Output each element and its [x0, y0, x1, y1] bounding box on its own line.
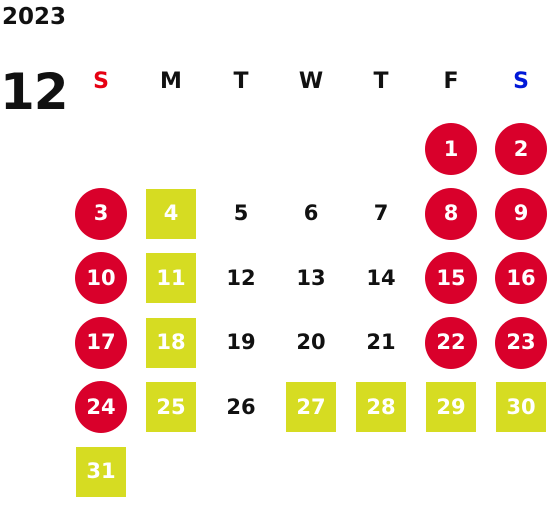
day-cell: 30	[486, 375, 548, 439]
weekday-label: T	[233, 69, 249, 94]
day-cell: 13	[276, 246, 346, 310]
day-cell: 17	[66, 311, 136, 375]
day-number-holiday: 22	[425, 316, 477, 369]
day-cell: 26	[206, 375, 276, 439]
day-cell: 18	[136, 311, 206, 375]
day-number-regular: 26	[226, 394, 256, 419]
day-cell: 28	[346, 375, 416, 439]
day-cell: 15	[416, 246, 486, 310]
day-number-holiday: 24	[75, 381, 127, 433]
day-cell: 16	[486, 246, 548, 310]
day-number-holiday: 2	[495, 123, 547, 175]
day-number-regular: 12	[226, 265, 256, 290]
day-cell: 23	[486, 311, 548, 375]
weekday-label: S	[513, 69, 529, 94]
weekday-label: S	[93, 69, 109, 94]
day-number-regular: 19	[226, 330, 256, 354]
day-cell: 3	[66, 182, 136, 246]
day-number-closed: 28	[356, 382, 406, 432]
day-cell: 10	[66, 246, 136, 310]
day-number-regular: 21	[366, 330, 396, 354]
weekday-label: T	[373, 69, 389, 94]
calendar-year: 2023	[2, 4, 67, 30]
day-number-regular: 5	[233, 201, 249, 225]
day-number-closed: 11	[146, 253, 196, 303]
day-number-closed: 18	[146, 317, 196, 368]
day-number-regular: 13	[296, 265, 326, 290]
day-cell: 14	[346, 246, 416, 310]
day-number-holiday: 17	[75, 316, 127, 369]
day-cell: 25	[136, 375, 206, 439]
day-cell: 8	[416, 182, 486, 246]
day-cell: 5	[206, 182, 276, 246]
day-cell: 12	[206, 246, 276, 310]
day-cell: 29	[416, 375, 486, 439]
day-cell: 24	[66, 375, 136, 439]
day-number-closed: 27	[286, 382, 336, 432]
day-number-holiday: 3	[75, 187, 127, 240]
day-cell: 7	[346, 182, 416, 246]
day-cell: 27	[276, 375, 346, 439]
day-number-holiday: 15	[425, 252, 477, 304]
day-number-closed: 29	[426, 382, 476, 432]
calendar-month: 12	[0, 63, 69, 121]
day-number-regular: 6	[303, 201, 319, 225]
day-number-holiday: 16	[495, 252, 547, 304]
day-number-closed: 4	[146, 188, 196, 239]
day-number-holiday: 1	[425, 123, 477, 175]
day-number-closed: 30	[496, 382, 546, 432]
day-number-holiday: 10	[75, 252, 127, 304]
day-number-closed: 25	[146, 382, 196, 432]
day-number-regular: 20	[296, 330, 326, 354]
day-cell: 9	[486, 182, 548, 246]
day-cell: 20	[276, 311, 346, 375]
day-cell: 19	[206, 311, 276, 375]
day-cell: 2	[486, 117, 548, 181]
day-number-holiday: 23	[495, 316, 547, 369]
day-number-closed: 31	[76, 446, 126, 497]
day-cell: 6	[276, 182, 346, 246]
day-number-regular: 14	[366, 265, 396, 290]
day-cell: 4	[136, 182, 206, 246]
day-cell: 22	[416, 311, 486, 375]
day-cell: 31	[66, 440, 136, 504]
day-number-regular: 7	[373, 201, 389, 225]
day-cell: 11	[136, 246, 206, 310]
day-cell: 1	[416, 117, 486, 181]
weekday-label: M	[160, 69, 182, 94]
day-cell: 21	[346, 311, 416, 375]
weekday-label: F	[443, 69, 459, 94]
weekday-label: W	[298, 69, 324, 94]
day-number-holiday: 8	[425, 187, 477, 240]
day-number-holiday: 9	[495, 187, 547, 240]
